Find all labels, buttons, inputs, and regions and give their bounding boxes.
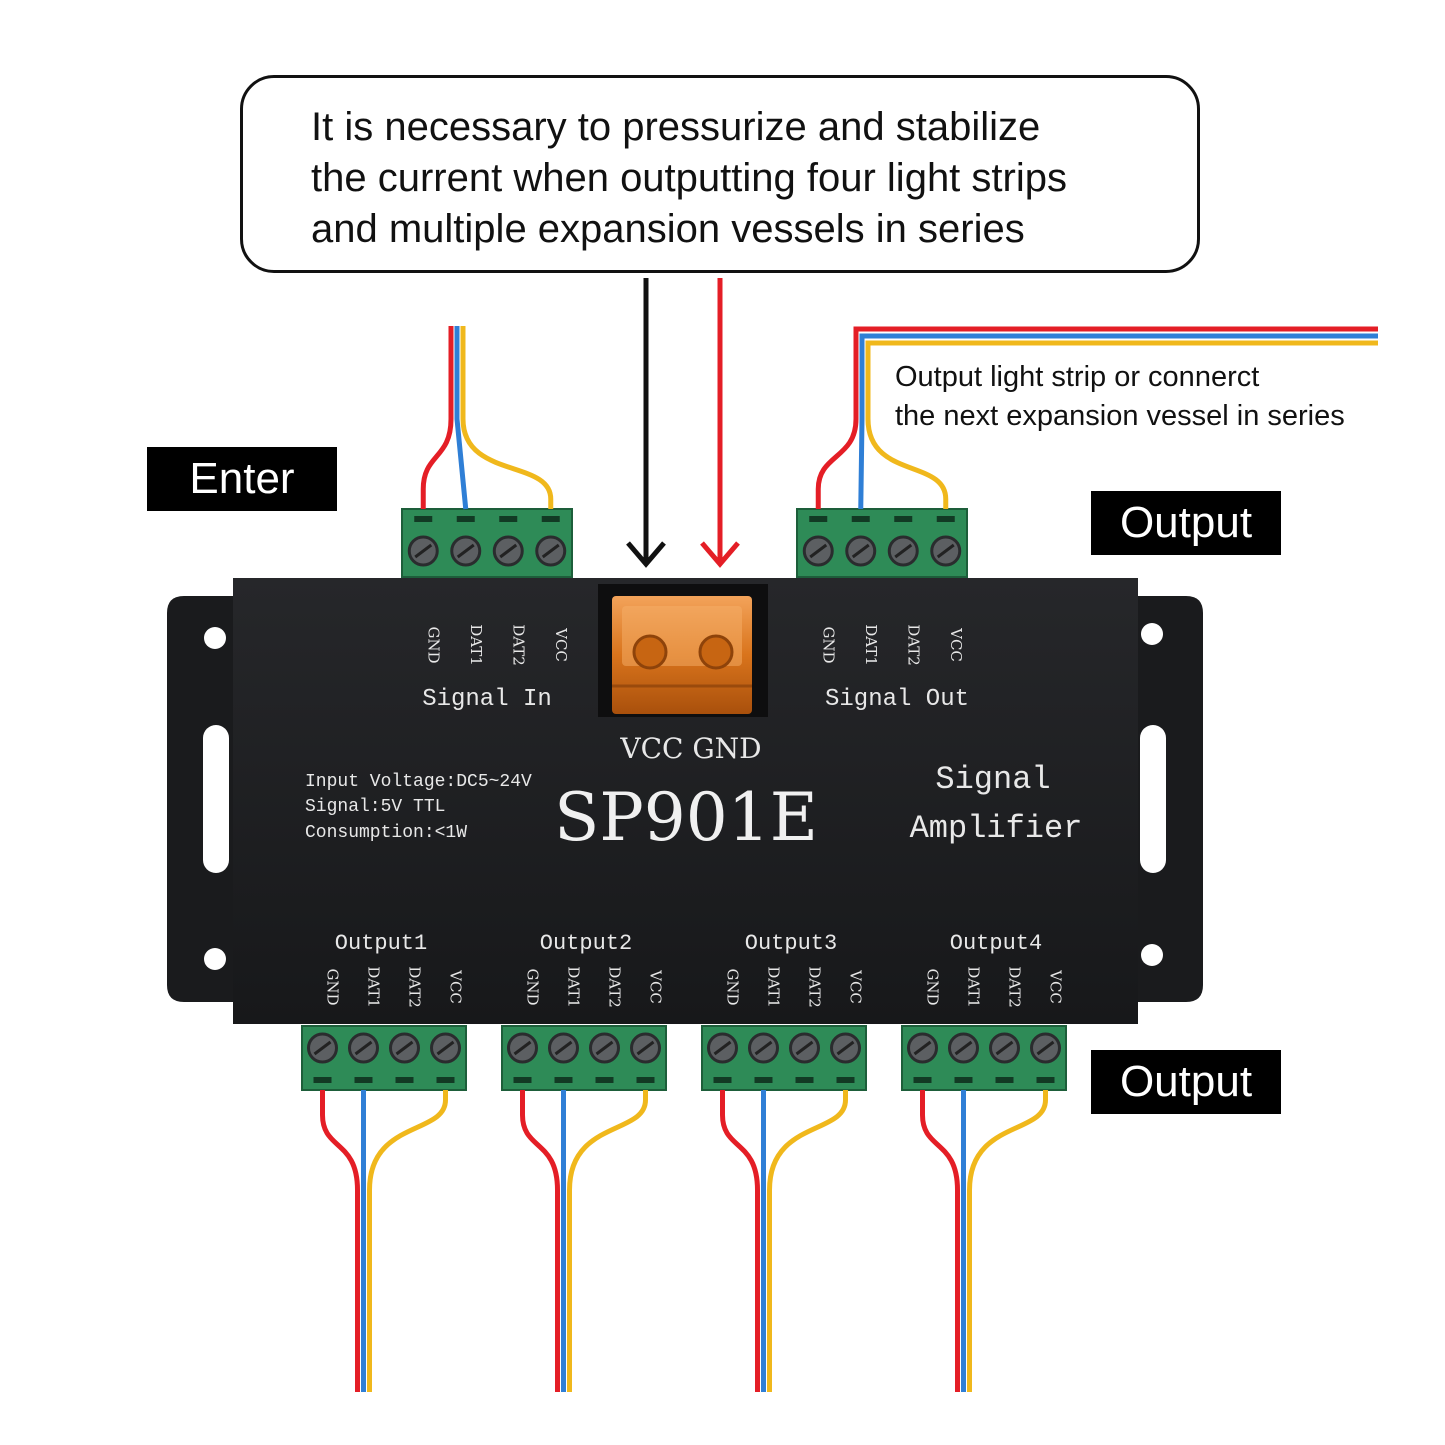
pin-label: GND (924, 968, 942, 1005)
pin-label: GND (424, 626, 442, 663)
output-note-line: the next expansion vessel in series (895, 400, 1345, 432)
terminal-blocks (301, 508, 1067, 1091)
output-label-bottom: Output (1091, 1050, 1281, 1114)
pin-label: VCC (447, 969, 465, 1004)
pin-label: DAT2 (509, 624, 527, 666)
output-wires-1 (320, 1090, 448, 1392)
function-label-line-1: Signal (935, 761, 1050, 798)
pin-label: GND (819, 626, 837, 663)
pin-label: DAT1 (965, 966, 983, 1008)
output-terminal-1 (301, 1025, 467, 1091)
pin-label: GND (324, 968, 342, 1005)
pin-label: DAT2 (806, 966, 824, 1008)
pin-label: VCC (1047, 969, 1065, 1004)
pin-label: DAT1 (862, 624, 880, 666)
output-port-label: Output2 (540, 931, 632, 956)
output-terminal-4 (901, 1025, 1067, 1091)
output-terminal-3 (701, 1025, 867, 1091)
output-port-labels: Output1 Output2 Output3 Output4 (335, 931, 1042, 956)
spec-line: Signal:5V TTL (305, 797, 445, 817)
enter-label: Enter (147, 447, 337, 511)
pin-label: DAT1 (467, 624, 485, 666)
callout-line: It is necessary to pressurize and stabil… (311, 105, 1041, 149)
output-port-label: Output4 (950, 931, 1042, 956)
model-name: SP901E (554, 779, 818, 856)
output-terminal-2 (501, 1025, 667, 1091)
callout-line: and multiple expansion vessels in series (311, 207, 1025, 251)
signal-in-terminal (401, 508, 573, 578)
output-note-line: Output light strip or connerct (895, 361, 1260, 393)
signal-in-label: Signal In (422, 686, 552, 713)
pin-label: DAT2 (1006, 966, 1024, 1008)
pin-label: VCC (647, 969, 665, 1004)
power-feed-arrows (626, 278, 740, 568)
output-port-label: Output1 (335, 931, 427, 956)
output-wires-3 (720, 1090, 848, 1392)
signal-out-label: Signal Out (825, 686, 969, 713)
output-label-top: Output (1091, 491, 1281, 555)
pin-label: DAT1 (565, 966, 583, 1008)
output-note: Output light strip or connerct the next … (895, 358, 1345, 436)
output-wires-2 (520, 1090, 648, 1392)
pin-label: DAT1 (765, 966, 783, 1008)
pin-label: DAT1 (365, 966, 383, 1008)
fuse-holder (598, 584, 768, 717)
mounting-flange-left (167, 596, 236, 1002)
pin-label: DAT2 (406, 966, 424, 1008)
pin-label: GND (724, 968, 742, 1005)
callout-box: It is necessary to pressurize and stabil… (240, 75, 1200, 273)
pin-label: DAT2 (904, 624, 922, 666)
mounting-flange-right (1134, 596, 1203, 1002)
spec-text: Input Voltage:DC5~24V Signal:5V TTL Cons… (305, 772, 532, 843)
pin-label: GND (524, 968, 542, 1005)
wire-bundles (320, 326, 1378, 1392)
pin-label: VCC (552, 627, 570, 662)
spec-line: Consumption:<1W (305, 823, 467, 843)
function-label-line-2: Amplifier (910, 810, 1083, 847)
signal-out-wires (815, 326, 1378, 510)
spec-line: Input Voltage:DC5~24V (305, 772, 532, 792)
pin-label: VCC (847, 969, 865, 1004)
output-wires-4 (920, 1090, 1048, 1392)
output-port-label: Output3 (745, 931, 837, 956)
power-terminal-label: VCC GND (619, 732, 761, 765)
callout-text: It is necessary to pressurize and stabil… (311, 102, 1067, 255)
signal-in-wires (420, 326, 554, 510)
pin-label: DAT2 (606, 966, 624, 1008)
pin-label: VCC (947, 627, 965, 662)
callout-line: the current when outputting four light s… (311, 156, 1067, 200)
signal-out-terminal (796, 508, 968, 578)
